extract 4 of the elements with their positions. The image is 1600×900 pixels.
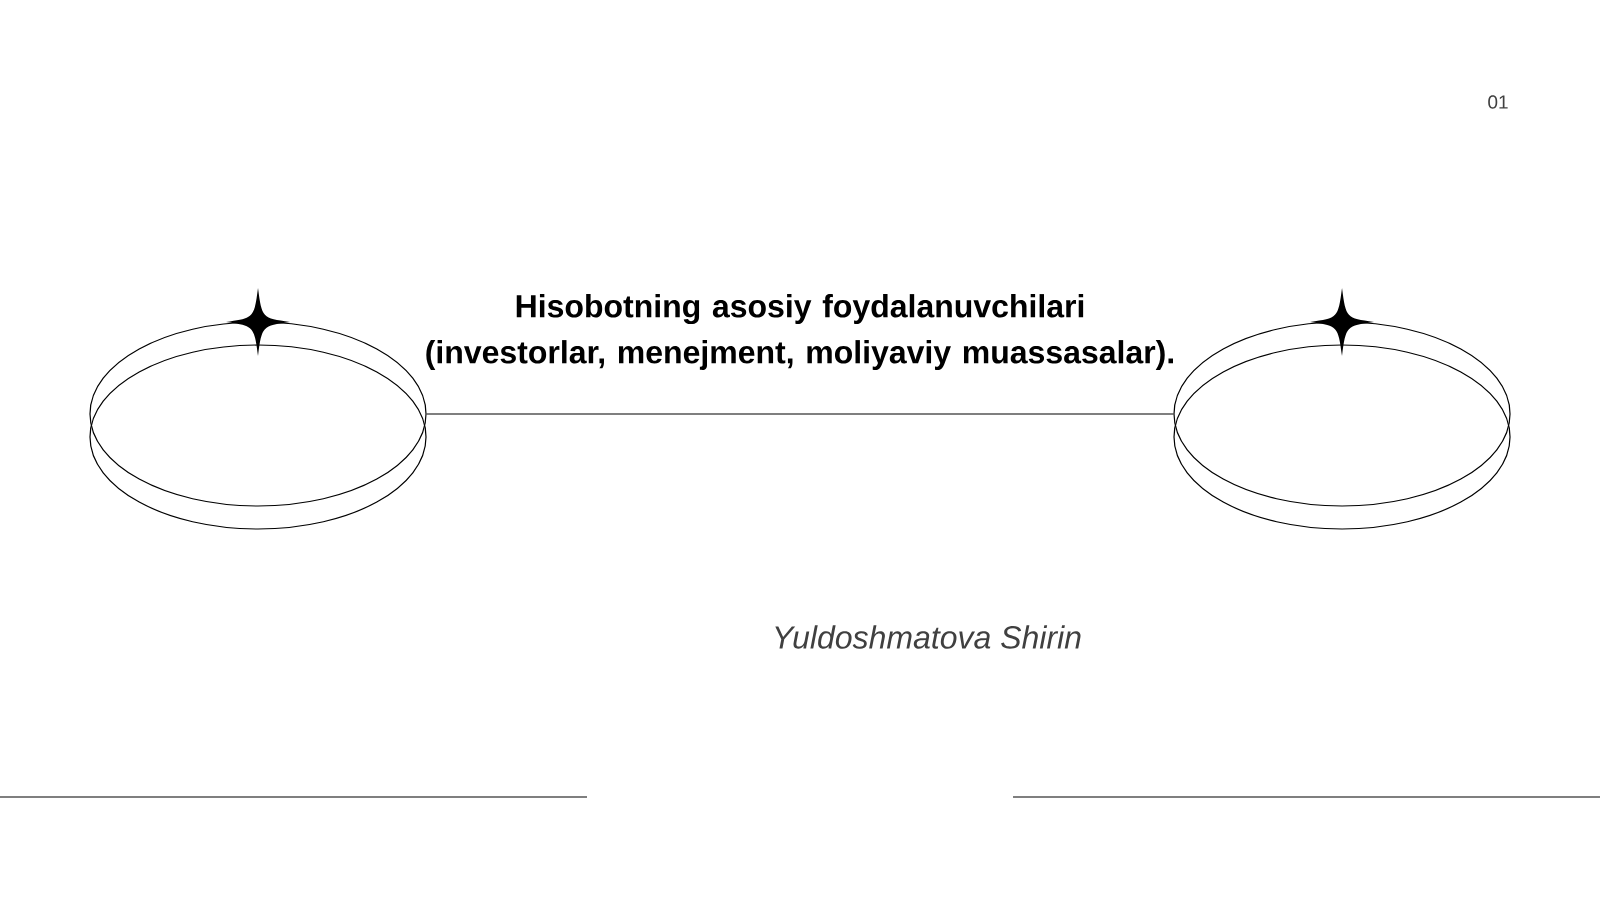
author-name: Yuldoshmatova Shirin xyxy=(775,625,1081,649)
title: Hisobotning asosiy foydalanuvchilari (investorlar, menejment, moliyaviy muassasalar). xyxy=(426,294,1173,370)
page-number: 01 xyxy=(1488,95,1508,109)
connector-line xyxy=(426,413,1174,415)
